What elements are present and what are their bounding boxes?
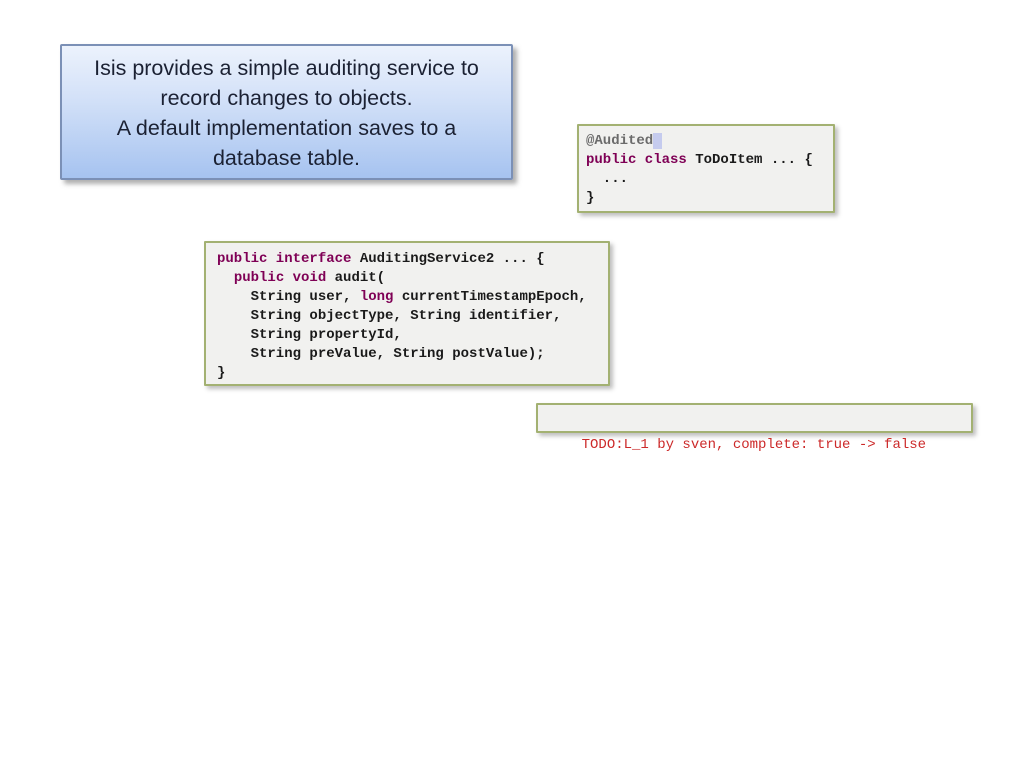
callout-line: database table. <box>212 146 361 170</box>
todo-annotation-box: TODO:L_1 by sven, complete: true -> fals… <box>536 403 973 453</box>
code-line: @Audited <box>586 132 833 151</box>
code-line: } <box>217 365 226 381</box>
code-line: public interface AuditingService2 ... { <box>217 251 545 267</box>
callout-box: Isis provides a simple auditing service … <box>60 44 513 180</box>
code-line: String user, long currentTimestampEpoch, <box>217 289 587 305</box>
todo-text: TODO:L_1 by sven, complete: true -> fals… <box>581 437 927 453</box>
code-line: public class ToDoItem ... { <box>586 152 813 168</box>
code-line: String preValue, String postValue); <box>217 346 545 362</box>
code-line: String objectType, String identifier, <box>217 308 562 324</box>
callout-line: record changes to objects. <box>160 86 413 110</box>
annotation-code-box: @Audited public class ToDoItem ... { ...… <box>577 124 835 213</box>
code-line: public void audit( <box>233 270 386 286</box>
interface-code-box: public interface AuditingService2 ... { … <box>204 241 610 386</box>
callout-line: A default implementation saves to a <box>116 116 457 140</box>
code-line: } <box>586 190 595 206</box>
callout-line: Isis provides a simple auditing service … <box>94 56 479 80</box>
code-line: ... <box>586 171 629 187</box>
code-line: String propertyId, <box>217 327 402 343</box>
